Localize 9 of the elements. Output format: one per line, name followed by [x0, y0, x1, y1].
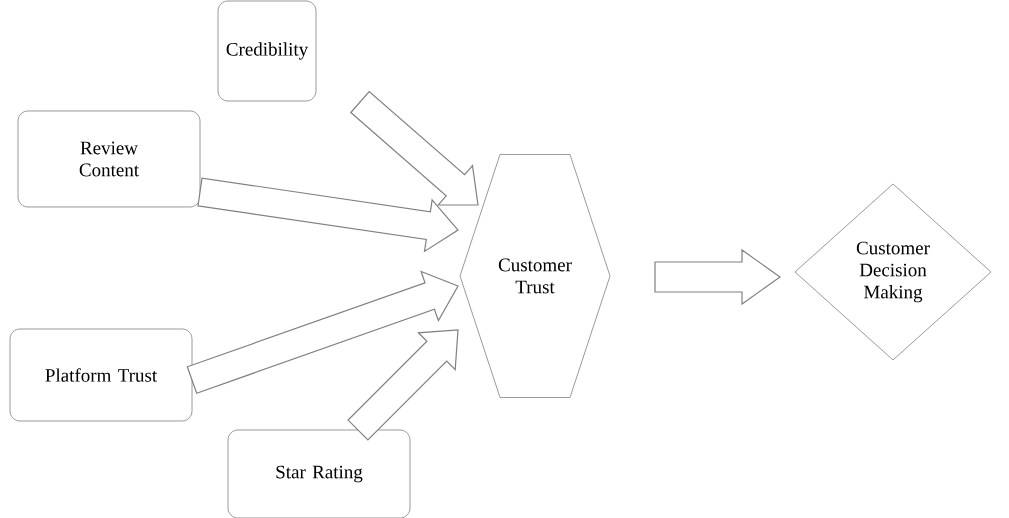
rounded-box: Credibility	[217, 0, 317, 102]
rounded-box: Platform Trust	[9, 328, 193, 422]
rounded-box: Star Rating	[227, 429, 411, 518]
block-arrow	[186, 270, 459, 394]
block-arrow	[197, 177, 459, 253]
hexagon: Customer Trust	[459, 154, 611, 398]
rounded-box: Review Content	[17, 110, 201, 208]
block-arrow	[654, 248, 782, 306]
block-arrow	[347, 329, 459, 441]
